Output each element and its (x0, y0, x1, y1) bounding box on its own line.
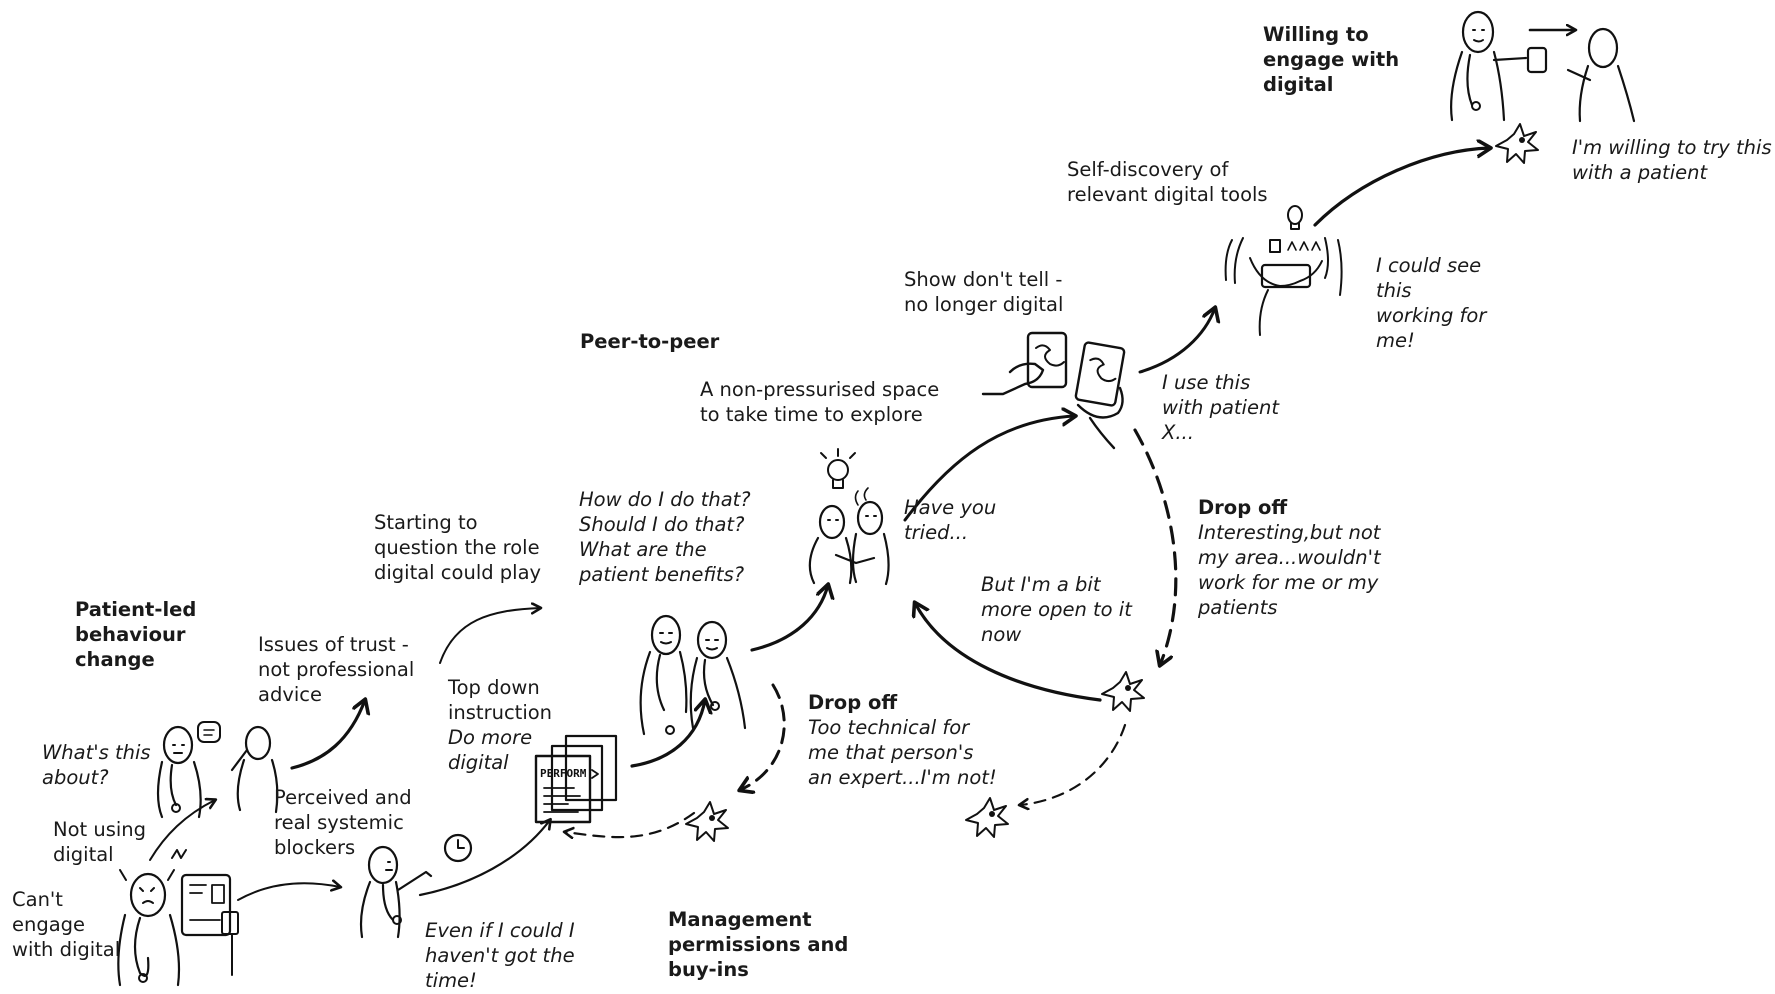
dashed-dropoff-2 (740, 683, 786, 790)
splat-icon (685, 801, 729, 842)
see-working-quote: I could see this working for me! (1376, 254, 1487, 352)
patient-led-figures (156, 721, 279, 819)
arrow-topdown-to-peer (630, 700, 705, 768)
drop-off-header-1: Drop off (1198, 496, 1288, 519)
dashed-dropoff-1-return (1020, 723, 1127, 805)
splat-icon (965, 797, 1009, 838)
discussion-group (808, 487, 890, 586)
splat-icon (1101, 671, 1145, 712)
cant-engage-label: Can't engage with digital (12, 888, 121, 961)
patient-led-header: Patient-led behaviour change (75, 598, 197, 671)
self-discovery-label: Self-discovery of relevant digital tools (1067, 158, 1268, 206)
lightbulb-icon (820, 448, 856, 489)
drop-off-quote-1: Interesting,but not my area...wouldn't w… (1198, 521, 1381, 619)
issues-trust-label: Issues of trust - not professional advic… (258, 633, 415, 706)
arrow-self-to-willing (1313, 148, 1490, 227)
tablet-share-icon (981, 331, 1126, 450)
how-do-quote: How do I do that? Should I do that? What… (579, 488, 751, 586)
management-header: Management permissions and buy-ins (668, 908, 849, 981)
non-pressurised-label: A non-pressurised space to take time to … (700, 378, 940, 426)
use-this-quote: I use this with patient X... (1162, 371, 1279, 444)
document-stack-icon: PERFORM (534, 734, 618, 824)
splat-icon (1495, 123, 1539, 164)
not-using-label: Not using digital (53, 818, 147, 866)
dropoff-arrows (565, 428, 1178, 837)
arrow-group-to-showtell (903, 416, 1075, 522)
peer-to-peer-header: Peer-to-peer (580, 330, 720, 353)
clock-icon (443, 833, 473, 863)
more-open-quote: But I'm a bit more open to it now (981, 573, 1132, 646)
person-with-clock (359, 845, 433, 939)
phone-icon (1224, 205, 1343, 336)
even-if-quote: Even if I could I haven't got the time! (425, 919, 575, 992)
dashed-dropoff-1 (1133, 428, 1178, 665)
dashed-dropoff-2-return (565, 811, 696, 837)
top-down-label: Top down instruction (448, 676, 553, 724)
do-more-digital-quote: Do more digital (448, 726, 533, 774)
arrow-issues-to-starting (439, 608, 540, 664)
handover-figures (1450, 10, 1636, 123)
starting-question-label: Starting to question the role digital co… (374, 511, 542, 584)
willing-header: Willing to engage with digital (1263, 23, 1400, 96)
progression-arrows (149, 30, 1575, 901)
drop-off-header-2: Drop off (808, 691, 898, 714)
arrow-peer-to-group (750, 585, 828, 652)
perceived-blockers-label: Perceived and real systemic blockers (274, 786, 412, 859)
peer-figures (639, 614, 747, 736)
arrow-blockers-to-topdown (418, 820, 550, 897)
arrow-showtell-to-self (1138, 308, 1215, 374)
show-dont-tell-label: Show don't tell - no longer digital (904, 268, 1064, 316)
document-stack-word: PERFORM (540, 767, 587, 780)
arrow-whats-this-to-issues (290, 700, 365, 770)
arrow-cant-to-blockers (237, 883, 340, 901)
whats-this-quote: What's this about? (42, 741, 151, 789)
drop-off-quote-2: Too technical for me that person's an ex… (808, 716, 997, 789)
willing-quote: I'm willing to try this with a patient (1572, 136, 1772, 184)
arrow-dropoff1-back (915, 603, 1102, 702)
arrow-cant-to-not-using (149, 800, 215, 861)
stressed-person-with-tablet (117, 849, 239, 987)
have-you-tried-quote: Have you tried... (904, 496, 997, 544)
